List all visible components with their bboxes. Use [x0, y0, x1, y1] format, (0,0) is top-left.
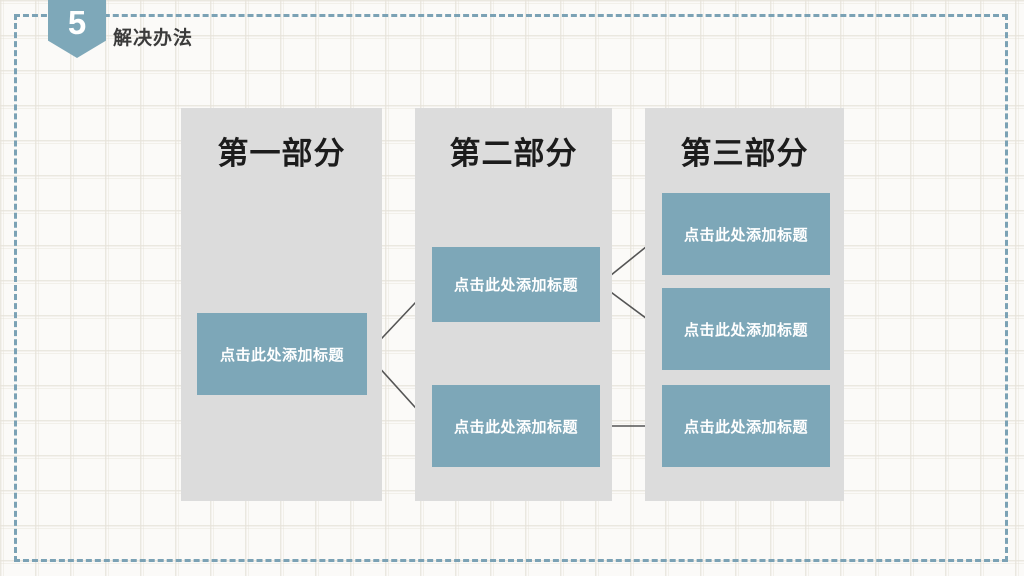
node-col3-item-1[interactable]: 点击此处添加标题 [662, 193, 830, 275]
slide-header: 5 解决办法 [0, 0, 400, 70]
node-label: 点击此处添加标题 [683, 321, 808, 339]
node-label: 点击此处添加标题 [219, 346, 344, 364]
node-col3-item-2[interactable]: 点击此处添加标题 [662, 288, 830, 370]
node-col2-item-1[interactable]: 点击此处添加标题 [432, 247, 600, 322]
column-title-2: 第二部分 [449, 136, 578, 171]
node-label: 点击此处添加标题 [453, 277, 578, 294]
node-col2-item-2[interactable]: 点击此处添加标题 [432, 385, 600, 467]
node-label: 点击此处添加标题 [683, 226, 808, 244]
node-label: 点击此处添加标题 [453, 418, 578, 436]
page-title: 解决办法 [113, 28, 194, 49]
column-title-1: 第一部分 [217, 136, 346, 171]
section-number-text: 5 [67, 4, 87, 41]
node-label: 点击此处添加标题 [683, 418, 808, 436]
dashed-border-frame [14, 14, 1008, 562]
column-title-3: 第三部分 [680, 136, 809, 171]
node-col1-item-1[interactable]: 点击此处添加标题 [197, 313, 367, 395]
column-panel-1: 第一部分 [181, 108, 382, 501]
node-col3-item-3[interactable]: 点击此处添加标题 [662, 385, 830, 467]
section-number-badge: 5 [48, 0, 106, 58]
